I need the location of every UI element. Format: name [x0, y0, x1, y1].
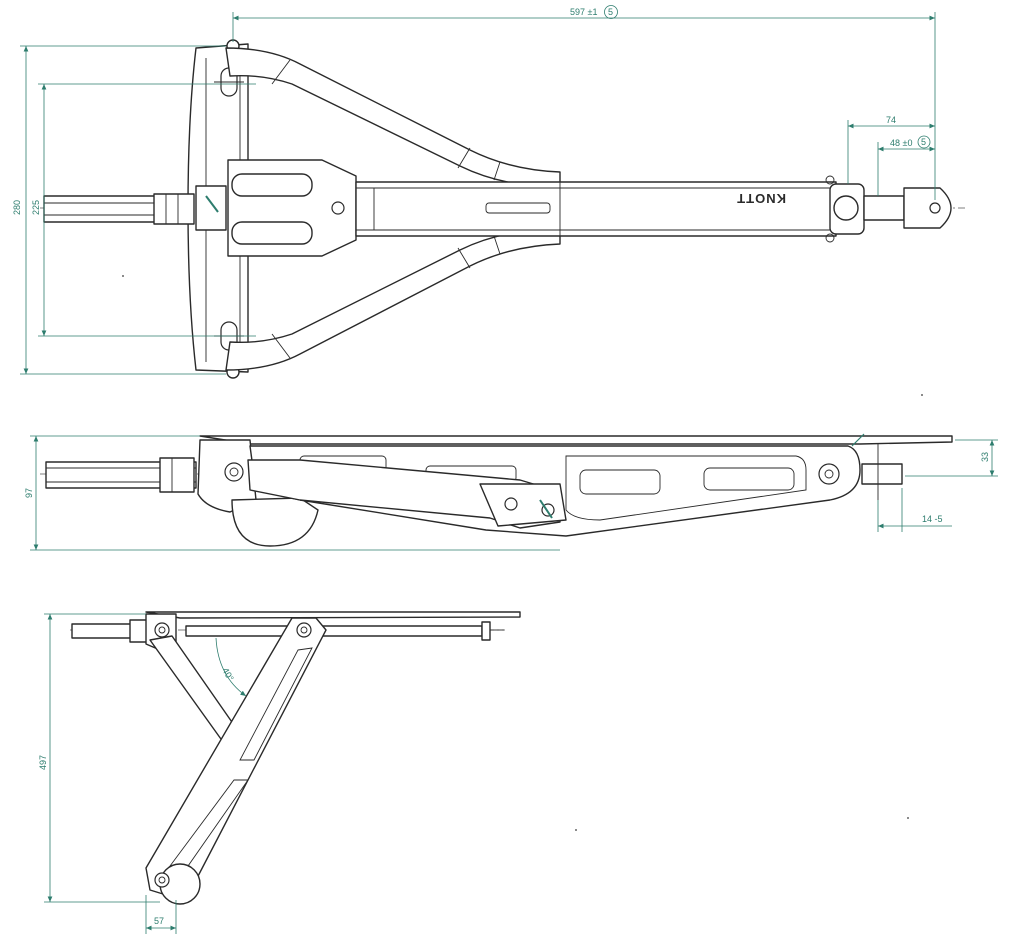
lowered-view: 40° 497 57: [38, 611, 521, 934]
dim-overall-length-note: 5: [608, 7, 613, 17]
dim-height-280: 280: [12, 200, 22, 215]
dim-overall-length: 597 ±1: [570, 7, 597, 17]
brand-label: KNOTT: [736, 191, 786, 206]
dim-side-height-97: 97: [24, 488, 34, 498]
dim-side-offset-14: 14 -5: [922, 514, 943, 524]
dim-side-offset-33: 33: [980, 452, 990, 462]
dim-angle: 40°: [220, 666, 236, 683]
dim-coupling-48: 48 ±0: [890, 138, 912, 148]
dim-coupling-48-note: 5: [921, 137, 926, 147]
top-view: KNOTT 597 ±1 5 74 48 ±0 5 280 225: [12, 5, 965, 379]
side-view: 97 33 14 -5: [24, 433, 998, 551]
dim-height-225: 225: [31, 200, 41, 215]
dim-lowered-height: 497: [38, 755, 48, 770]
dim-coupling-74: 74: [886, 115, 896, 125]
dim-lowered-offset: 57: [154, 916, 164, 926]
